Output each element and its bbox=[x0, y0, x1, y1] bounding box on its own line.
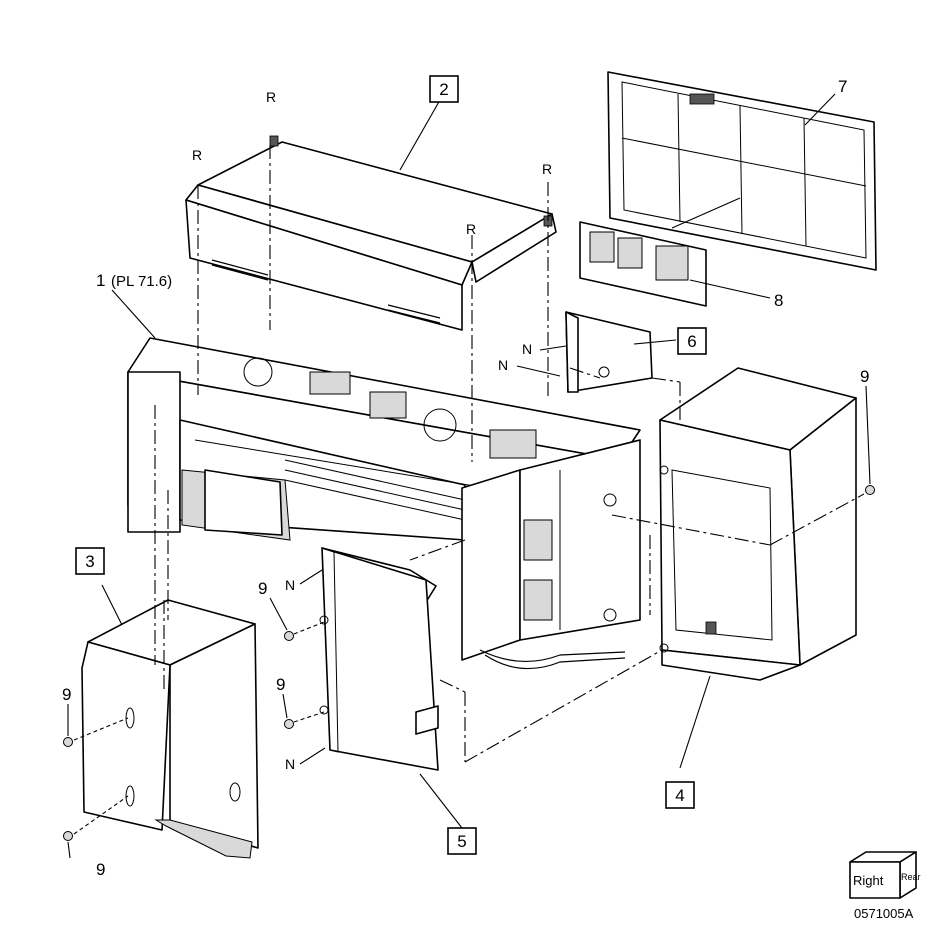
callout-2-number: 2 bbox=[439, 80, 448, 99]
callout-3: 3 bbox=[75, 547, 105, 575]
part-2-top-cover bbox=[185, 135, 557, 331]
marker-r-b: R bbox=[192, 147, 202, 163]
callout-5-number: 5 bbox=[457, 832, 466, 851]
callout-9-label-d: 9 bbox=[62, 685, 71, 704]
callout-6-number: 6 bbox=[687, 332, 696, 351]
cube-front-label: Right bbox=[853, 873, 884, 888]
marker-r-d: R bbox=[466, 221, 476, 237]
callout-1-number: 1 bbox=[96, 271, 105, 290]
callout-3-number: 3 bbox=[85, 552, 94, 571]
marker-n-b: N bbox=[498, 357, 508, 373]
part-6-bracket bbox=[565, 311, 653, 393]
callout-9-label-e: 9 bbox=[96, 860, 105, 879]
figure-id: 0571005A bbox=[854, 906, 914, 921]
callout-1-reference: (PL 71.6) bbox=[111, 273, 172, 290]
part-3-left-cover bbox=[81, 599, 259, 859]
screw-9-d bbox=[63, 737, 73, 747]
screw-9-e bbox=[63, 831, 73, 841]
callout-5: 5 bbox=[447, 827, 477, 855]
part-8-panel bbox=[579, 221, 707, 307]
callout-7-number: 7 bbox=[838, 77, 847, 96]
assembly-lines bbox=[73, 145, 865, 835]
orientation-cube: Right Rear bbox=[849, 851, 921, 899]
callout-4-number: 4 bbox=[675, 786, 684, 805]
marker-n-c: N bbox=[285, 577, 295, 593]
marker-n-d: N bbox=[285, 756, 295, 772]
callout-6: 6 bbox=[677, 327, 707, 355]
screw-9-b bbox=[284, 631, 294, 641]
marker-r-c: R bbox=[542, 161, 552, 177]
part-5-middle-cover bbox=[319, 547, 439, 771]
marker-n-a: N bbox=[522, 341, 532, 357]
callout-2: 2 bbox=[429, 75, 459, 103]
screw-9-c bbox=[284, 719, 294, 729]
main-machine-body bbox=[127, 337, 641, 670]
marker-r-a: R bbox=[266, 89, 276, 105]
callout-4: 4 bbox=[665, 781, 695, 809]
callout-8-number: 8 bbox=[774, 291, 783, 310]
leader-lines bbox=[67, 93, 871, 859]
callout-9-label-c: 9 bbox=[276, 675, 285, 694]
cube-side-label: Rear bbox=[901, 872, 921, 882]
callout-9-label-b: 9 bbox=[258, 579, 267, 598]
callout-9-label-a: 9 bbox=[860, 367, 869, 386]
screws bbox=[63, 485, 875, 841]
screw-9-a bbox=[865, 485, 875, 495]
part-4-right-cover bbox=[659, 367, 857, 681]
